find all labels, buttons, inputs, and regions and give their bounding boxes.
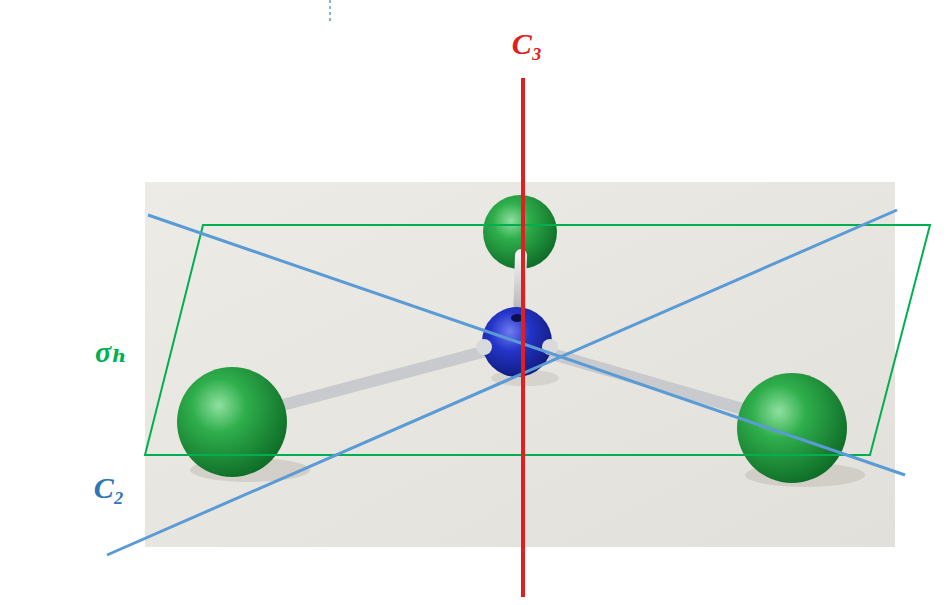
plane-label: σₕ — [95, 337, 127, 367]
chlorine-atom — [177, 367, 287, 477]
chlorine-atom — [737, 373, 847, 483]
axis-label: C₂ — [94, 473, 124, 503]
mirror-plane — [145, 225, 930, 455]
axis-label: C₃ — [512, 29, 542, 59]
c3-axis — [521, 78, 525, 597]
dashed-guide — [329, 0, 331, 22]
c2-axis — [107, 210, 897, 555]
photo-background — [145, 182, 895, 547]
c2-axis — [148, 215, 905, 475]
